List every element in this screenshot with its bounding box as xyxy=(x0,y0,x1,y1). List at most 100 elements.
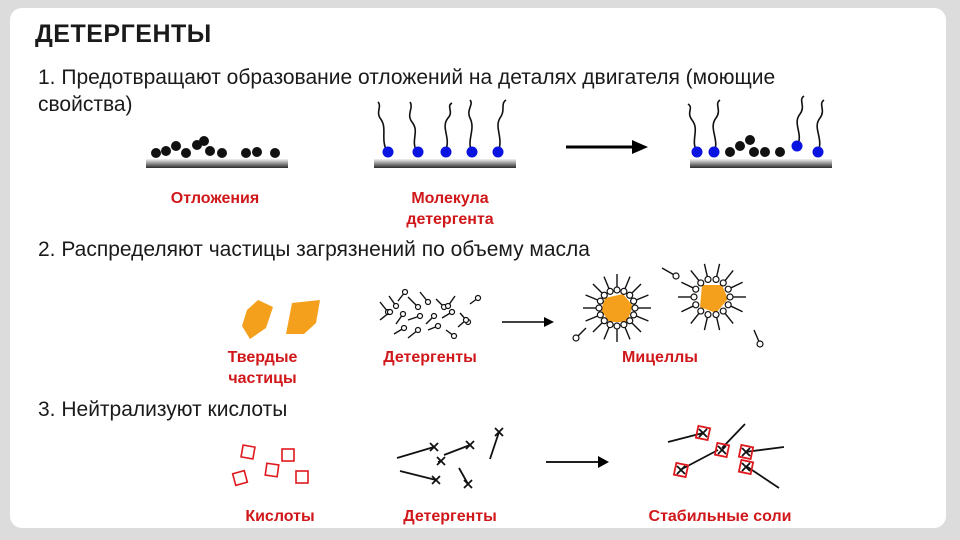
deposit-particle xyxy=(760,147,770,157)
micelle-head xyxy=(719,279,727,287)
deposit-particle xyxy=(217,148,227,158)
slide-title: ДЕТЕРГЕНТЫ xyxy=(35,20,212,48)
micelle-head xyxy=(697,307,705,315)
detergent-head xyxy=(448,308,456,316)
salt-head xyxy=(698,428,708,438)
detergent-head xyxy=(444,302,452,310)
acid-molecule xyxy=(231,469,249,487)
salt-acid-box xyxy=(713,441,731,459)
detergent-head xyxy=(465,440,475,450)
deposit-particle xyxy=(161,146,171,156)
deposit-particle xyxy=(241,148,251,158)
salt-head xyxy=(741,462,751,472)
detergent-head xyxy=(399,310,407,318)
micelle-head xyxy=(626,291,634,299)
detergent-head xyxy=(436,456,446,466)
label-stable-salts: Стабильные соли xyxy=(648,508,792,525)
detergent-head xyxy=(572,334,580,342)
point-1: 1. Предотвращают образование отложений н… xyxy=(38,66,775,90)
micelle-head xyxy=(724,285,732,293)
detergent-head xyxy=(412,146,424,158)
deposit-particle xyxy=(205,146,215,156)
point-1-text: Предотвращают образование отложений на д… xyxy=(61,66,776,89)
detergent-tail xyxy=(377,101,388,153)
detergent-head xyxy=(440,146,452,158)
engine-surface-result xyxy=(690,159,832,168)
label-acids: Кислоты xyxy=(245,508,315,525)
micelle-head xyxy=(630,311,638,319)
micelle-head xyxy=(697,279,705,287)
detergent-head xyxy=(414,303,422,311)
micelle-head xyxy=(704,310,712,319)
label-detergent-molecule: Молекула детергента xyxy=(370,188,530,230)
detergent-head xyxy=(400,324,408,332)
point-3-number: 3. xyxy=(38,398,56,421)
label-detergents-2: Детергенты xyxy=(383,349,477,366)
micelle-head xyxy=(606,321,614,329)
deposit-particle xyxy=(171,141,181,151)
micelle-head xyxy=(613,322,621,330)
micelle-head xyxy=(712,310,720,319)
deposit-particle xyxy=(252,147,262,157)
micelle-head xyxy=(613,286,621,294)
micelles xyxy=(572,263,764,348)
point-3: 3. Нейтрализуют кислоты xyxy=(38,398,287,422)
solid-particles xyxy=(242,300,320,339)
detergent-head xyxy=(494,427,504,437)
arrow-icon xyxy=(546,456,609,468)
micelle-head xyxy=(620,321,628,329)
deposit-particle xyxy=(749,147,759,157)
salt-head xyxy=(741,447,751,457)
detergent-tail xyxy=(443,444,471,456)
detergent-tail xyxy=(816,99,825,153)
point-1-continued: свойства) xyxy=(38,93,133,117)
point-2-number: 2. xyxy=(38,238,56,261)
acid-molecule xyxy=(240,444,256,460)
acid-molecule xyxy=(295,470,309,484)
detergent-tail xyxy=(396,446,435,459)
detergent-head xyxy=(429,442,439,452)
solid-particle xyxy=(286,300,320,334)
detergent-tail xyxy=(444,102,453,153)
label-solids-line2: частицы xyxy=(228,370,297,387)
salt-acid-box xyxy=(672,461,690,479)
engine-surface-detergent xyxy=(374,159,516,168)
salt-acid-box xyxy=(737,458,755,476)
micelle-head xyxy=(704,275,712,284)
detergent-head xyxy=(812,146,824,158)
detergent-head xyxy=(672,272,680,280)
detergent-tail xyxy=(796,95,805,147)
detergent-head xyxy=(430,312,438,320)
detergent-tail xyxy=(408,101,418,153)
detergent-head xyxy=(756,340,764,348)
label-detergents-3: Детергенты xyxy=(403,508,497,525)
salt-acid-box xyxy=(737,443,755,461)
label-solid-particles: Твердые частицы xyxy=(195,347,330,389)
salt-acid-box xyxy=(694,424,712,442)
deposit-particle xyxy=(775,147,785,157)
micelle-head xyxy=(606,287,614,295)
micelle-head xyxy=(726,293,734,301)
deposit-particle xyxy=(151,148,161,158)
arrow-icon xyxy=(502,317,554,327)
point-2-text: Распределяют частицы загрязнений по объе… xyxy=(61,238,590,261)
arrow-icon xyxy=(566,140,648,154)
micelle-head xyxy=(690,293,698,301)
detergent-molecules-free xyxy=(379,288,482,340)
micelle-head xyxy=(724,301,732,309)
micelle-head xyxy=(626,317,634,325)
label-molecule-line1: Молекула xyxy=(411,190,489,207)
detergent-tail xyxy=(489,431,500,460)
detergent-head xyxy=(791,140,803,152)
row1-particles xyxy=(151,95,825,158)
deposit-particle xyxy=(199,136,209,146)
detergent-head xyxy=(708,146,720,158)
detergent-head xyxy=(474,294,482,302)
detergent-head xyxy=(466,146,478,158)
deposit-particle xyxy=(725,147,735,157)
detergent-tail xyxy=(687,103,698,153)
label-molecule-line2: детергента xyxy=(406,211,494,228)
engine-surface-deposits xyxy=(146,159,288,168)
detergent-head xyxy=(382,146,394,158)
